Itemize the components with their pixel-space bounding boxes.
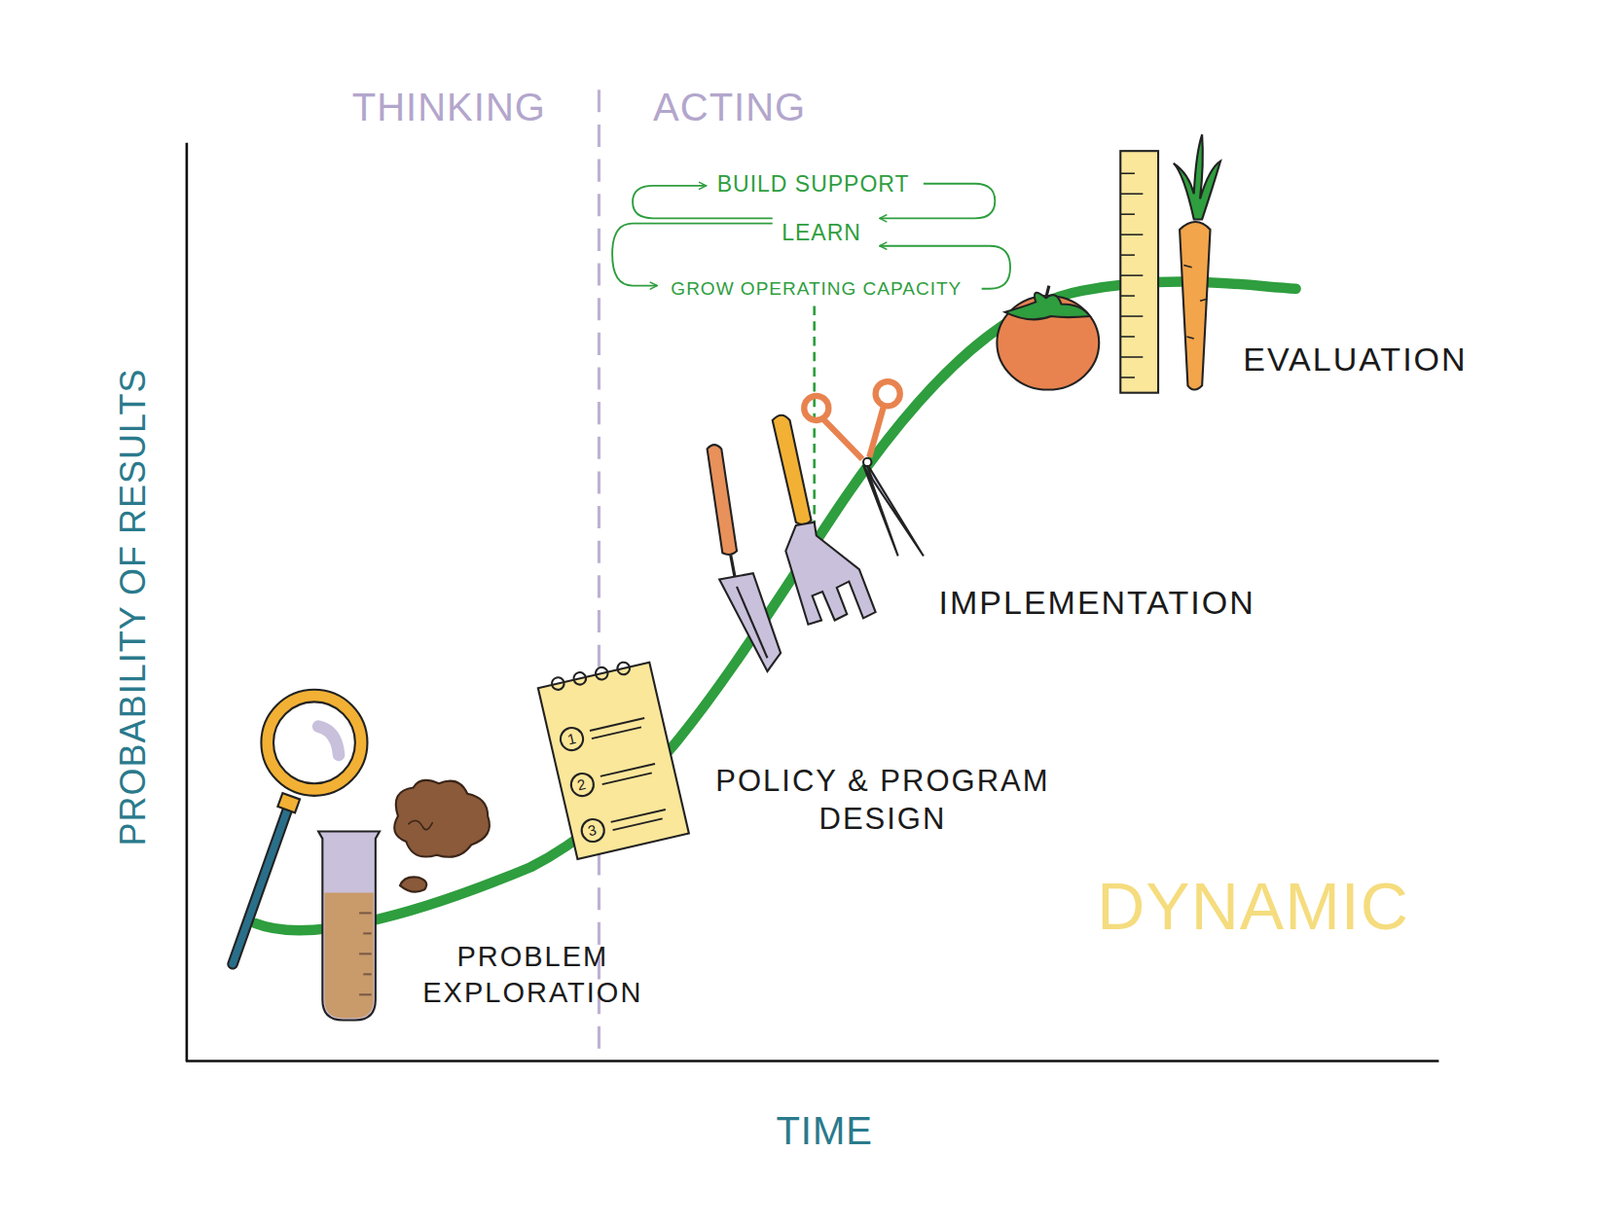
trowel [707, 444, 737, 555]
ruler [1120, 172, 1135, 175]
soil [400, 876, 427, 892]
garden-fork [772, 415, 812, 525]
carrot [1183, 265, 1207, 339]
carrot [1183, 265, 1192, 268]
list-number: 1 [565, 728, 579, 749]
magnifying-glass [273, 701, 356, 784]
test-tube [363, 932, 371, 935]
tomato [996, 286, 1099, 391]
carrot [1200, 298, 1207, 301]
trowel [719, 573, 781, 672]
shears [875, 381, 901, 406]
test-tube [359, 993, 372, 996]
trowel [707, 444, 781, 672]
ruler [1120, 376, 1135, 379]
carrot [1173, 134, 1221, 219]
ruler [1120, 335, 1135, 338]
stage-label: PROBLEM EXPLORATION [415, 939, 650, 1011]
ruler [1120, 294, 1135, 297]
trowel [730, 554, 735, 577]
notepad [579, 817, 607, 845]
watermark: DYNAMIC [1096, 865, 1410, 948]
notepad [594, 666, 610, 682]
drawing [185, 89, 1440, 1061]
loop-step: BUILD SUPPORT [717, 169, 910, 198]
shears [869, 405, 884, 457]
ruler [1120, 150, 1159, 393]
garden-fork [785, 522, 875, 625]
trowel [736, 586, 767, 658]
list-number: 3 [586, 820, 600, 840]
loop-arrow [612, 183, 1011, 290]
test-tube [363, 973, 371, 976]
notepad [550, 660, 632, 691]
shears [803, 381, 924, 556]
phase-divider [597, 89, 601, 1056]
axis-title: PROBABILITY OF RESULTS [110, 367, 155, 846]
notepad [538, 662, 690, 860]
magnifying-glass [232, 805, 290, 965]
ruler [1120, 192, 1143, 195]
notepad [550, 676, 566, 691]
loop-step: LEARN [781, 218, 862, 248]
ruler [1120, 173, 1143, 378]
tomato [1046, 286, 1050, 299]
ruler [1120, 356, 1143, 359]
magnifying-glass [318, 727, 339, 756]
stage-label: POLICY & PROGRAM DESIGN [688, 763, 1078, 839]
garden-fork [772, 415, 876, 625]
ruler [1120, 274, 1143, 277]
test-tube [324, 892, 373, 1019]
phase-heading: ACTING [653, 82, 806, 132]
stage-label: IMPLEMENTATION [939, 581, 1256, 623]
test-tube [359, 912, 372, 995]
test-tube [318, 832, 380, 1021]
magnifying-glass [260, 690, 367, 797]
loop-arrow [612, 223, 773, 287]
carrot [1179, 221, 1210, 390]
axes [185, 143, 1440, 1062]
notepad [536, 656, 689, 860]
shears [865, 461, 924, 557]
notepad [589, 718, 668, 831]
ruler [1120, 213, 1135, 216]
magnifying-glass [277, 793, 300, 813]
notepad [591, 727, 642, 739]
notepad [558, 726, 586, 754]
axis-title: TIME [775, 1106, 873, 1156]
shears [863, 458, 872, 467]
carrot [1186, 336, 1194, 339]
test-tube [359, 952, 372, 955]
shears [863, 465, 899, 556]
carrot [1173, 134, 1221, 390]
phase-heading: THINKING [352, 82, 546, 132]
magnifying-glass [232, 805, 290, 965]
soil [394, 780, 490, 858]
loop-step: GROW OPERATING CAPACITY [670, 277, 962, 301]
stage-label: EVALUATION [1242, 338, 1467, 381]
ruler [1120, 233, 1143, 236]
ruler [1120, 254, 1135, 256]
test-tube [359, 911, 372, 914]
notepad [569, 771, 597, 800]
list-number: 2 [576, 774, 589, 795]
soil [407, 820, 433, 830]
notepad [613, 818, 663, 831]
ruler [1120, 150, 1159, 393]
notepad [602, 772, 653, 785]
axes [185, 1059, 1440, 1063]
notepad [616, 660, 631, 676]
soil [394, 780, 490, 893]
shears [822, 418, 863, 460]
ruler [1120, 315, 1143, 318]
axes [185, 143, 189, 1062]
test-tube [318, 832, 380, 1021]
notepad [572, 671, 587, 687]
